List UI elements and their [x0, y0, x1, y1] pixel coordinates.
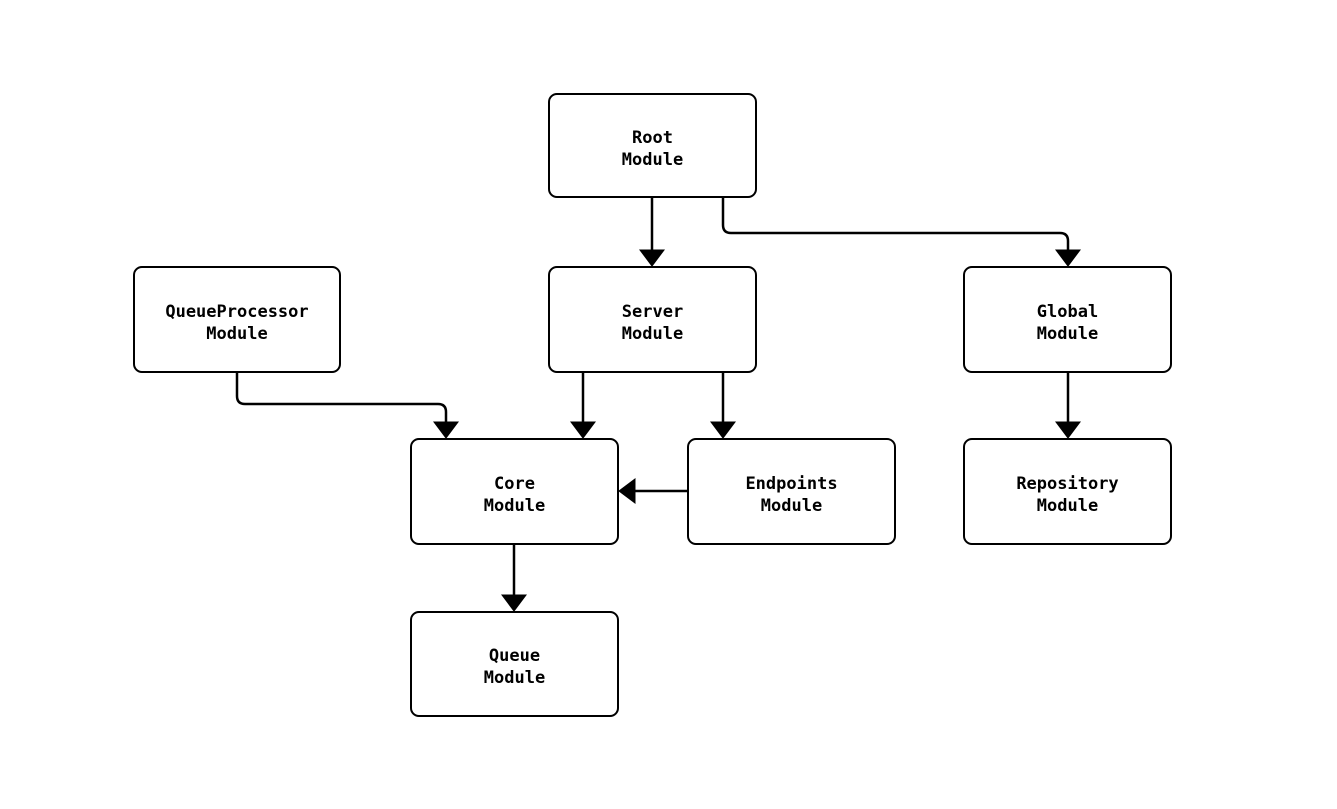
node-label-line2: Module — [621, 323, 684, 344]
node-queue-module: Queue Module — [410, 611, 619, 717]
node-core-module: Core Module — [410, 438, 619, 545]
arrowhead-down — [570, 421, 596, 439]
node-label-line1: Global — [1036, 301, 1099, 322]
node-label-line1: Core — [494, 473, 535, 494]
arrowhead-down — [433, 421, 459, 439]
arrowhead-down — [1055, 249, 1081, 267]
node-label-line1: Endpoints — [745, 473, 838, 494]
node-server-module: Server Module — [548, 266, 757, 373]
node-label-line1: QueueProcessor — [165, 301, 309, 322]
edge-line — [235, 372, 448, 423]
edge-root-to-global — [721, 197, 1081, 267]
node-repository-module: Repository Module — [963, 438, 1172, 545]
node-label-line2: Module — [1036, 323, 1099, 344]
edge-global-to-repository — [1055, 372, 1081, 439]
arrowhead-left — [618, 478, 636, 504]
edge-root-to-server — [639, 197, 665, 267]
node-label-line1: Root — [632, 127, 673, 148]
arrowhead-down — [501, 594, 527, 612]
edge-core-to-queue — [501, 544, 527, 612]
node-label-line2: Module — [483, 495, 546, 516]
node-label-line2: Module — [1036, 495, 1099, 516]
node-label-line1: Queue — [488, 646, 541, 666]
edge-server-to-endpoints — [710, 372, 736, 439]
arrowhead-down — [1055, 421, 1081, 439]
arrowhead-down — [639, 249, 665, 267]
node-endpoints-module: Endpoints Module — [687, 438, 896, 545]
arrowhead-down — [710, 421, 736, 439]
node-label-line2: Module — [483, 668, 546, 688]
node-root-module: Root Module — [548, 93, 757, 198]
node-queueprocessor-module: QueueProcessor Module — [133, 266, 341, 373]
node-label-line2: Module — [621, 149, 684, 170]
edge-queueprocessor-to-core — [235, 372, 459, 439]
node-global-module: Global Module — [963, 266, 1172, 373]
edge-endpoints-to-core — [618, 478, 687, 504]
node-label-line1: Repository — [1016, 473, 1119, 494]
edge-line — [721, 197, 1070, 251]
node-label-line2: Module — [206, 323, 268, 344]
node-label-line2: Module — [760, 495, 823, 516]
node-label-line1: Server — [621, 301, 684, 322]
edge-server-to-core — [570, 372, 596, 439]
